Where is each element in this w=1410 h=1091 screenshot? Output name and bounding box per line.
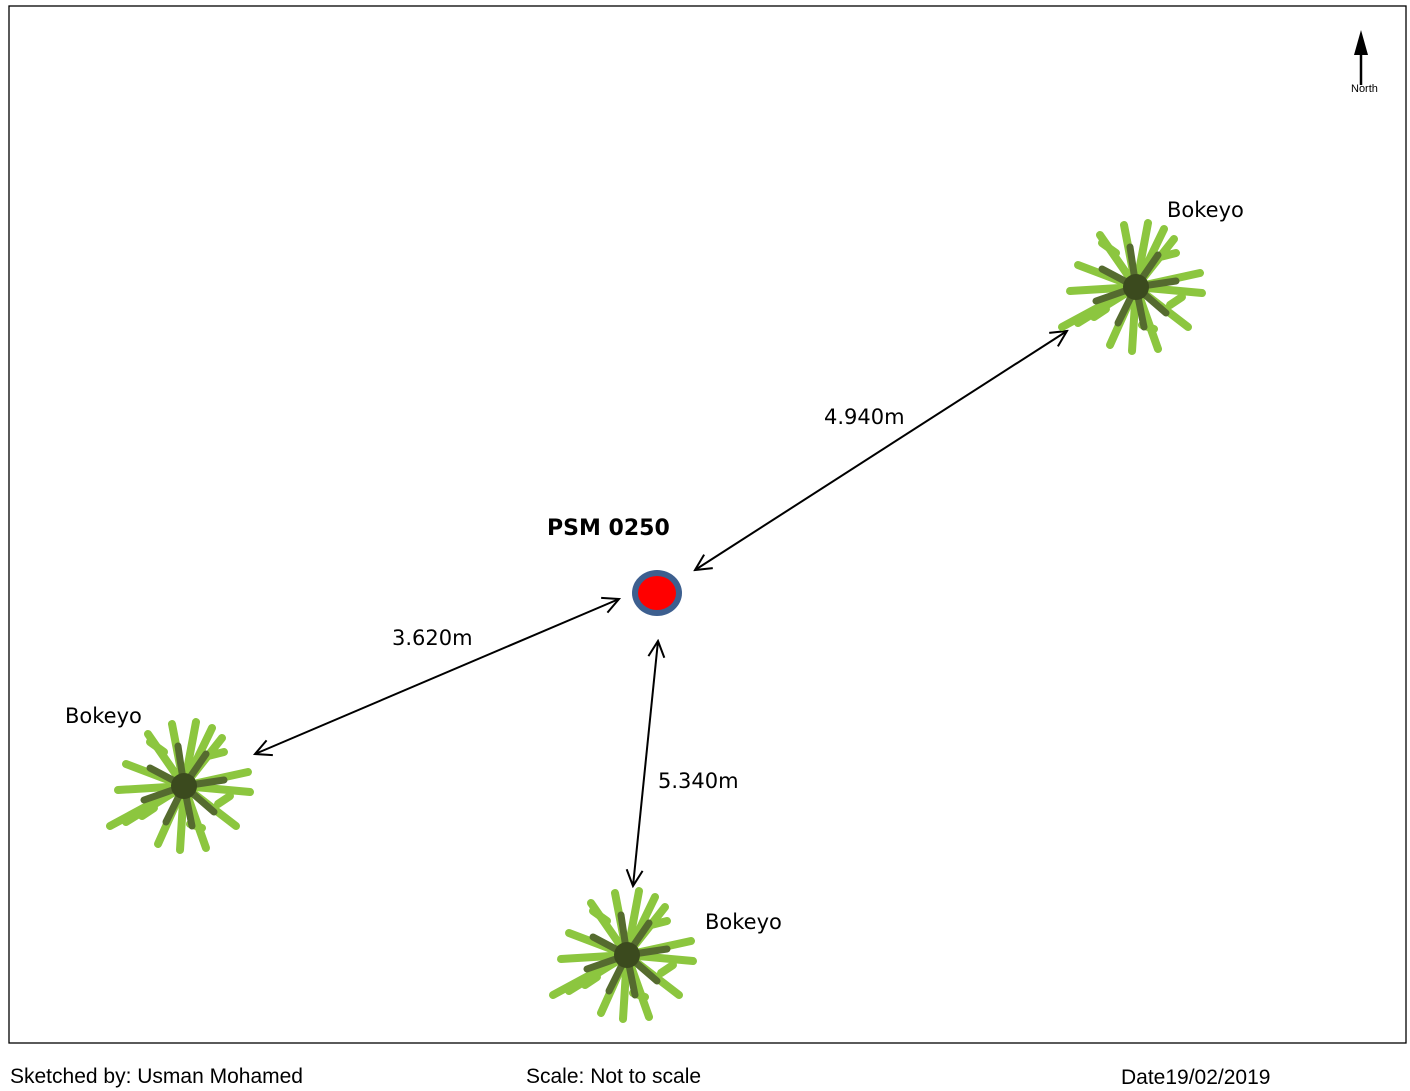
- distance-arrow-south: [633, 641, 658, 886]
- distance-label-northeast: 4.940m: [824, 405, 905, 429]
- tree-label-west: Bokeyo: [65, 704, 142, 728]
- tree-label-northeast: Bokeyo: [1167, 198, 1244, 222]
- scale-label: Scale: Not to scale: [526, 1065, 701, 1088]
- north-label: North: [1351, 83, 1378, 95]
- map-frame: [8, 5, 1407, 1044]
- distance-arrow-west: [255, 599, 619, 754]
- north-arrow-icon: [1354, 30, 1368, 85]
- distance-label-south: 5.340m: [658, 769, 739, 793]
- survey-marker-icon: [632, 570, 682, 616]
- sketched-by-label: Sketched by: Usman Mohamed: [10, 1065, 303, 1088]
- distance-label-west: 3.620m: [392, 626, 473, 650]
- date-label: Date19/02/2019: [1121, 1066, 1270, 1089]
- tree-label-south: Bokeyo: [705, 910, 782, 934]
- distance-arrow-northeast: [695, 331, 1067, 570]
- station-label: PSM 0250: [547, 516, 670, 541]
